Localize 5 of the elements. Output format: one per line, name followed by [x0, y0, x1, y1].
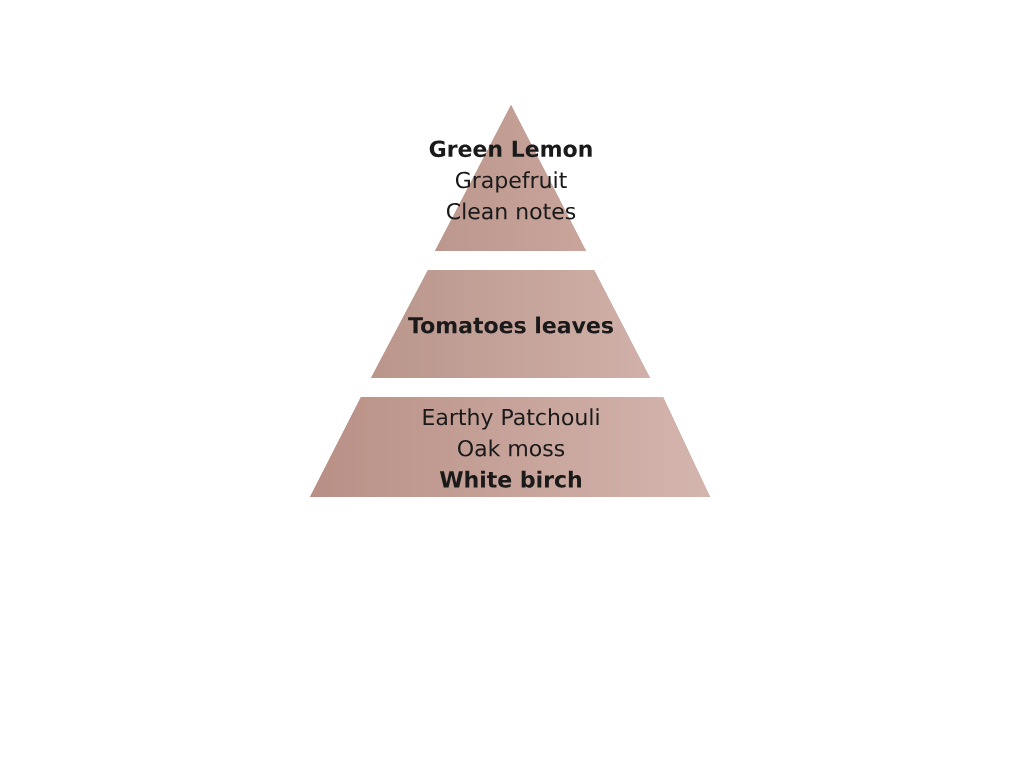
- note-label: Earthy Patchouli: [423, 408, 599, 430]
- note-label: Green Lemon: [429, 140, 592, 158]
- note-label: White birch: [439, 470, 581, 488]
- note-label: Tomatoes leaves: [408, 316, 613, 334]
- note-label: Oak moss: [458, 439, 565, 457]
